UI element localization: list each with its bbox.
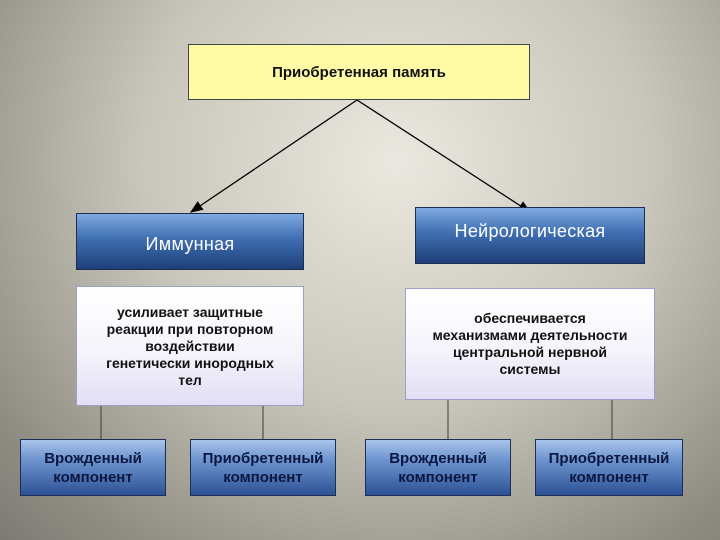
neuro-description: обеспечивается механизмами деятельности … xyxy=(405,288,655,400)
immune-desc-line: воздействии xyxy=(145,337,235,354)
neuro-desc-line: системы xyxy=(499,361,561,377)
component-line2: компонент xyxy=(223,468,303,486)
component-line2: компонент xyxy=(398,468,478,486)
neuro-innate-component: Врожденный компонент xyxy=(365,439,511,496)
immune-desc-line: реакции при повторном xyxy=(106,320,274,337)
component-line2: компонент xyxy=(53,468,133,486)
immune-node: Иммунная xyxy=(76,213,304,270)
immune-desc-line: усиливает защитные xyxy=(117,303,263,320)
immune-acquired-component: Приобретенный компонент xyxy=(190,439,336,496)
component-line2: компонент xyxy=(569,468,649,486)
root-label: Приобретенная память xyxy=(272,63,446,81)
neuro-desc-line: обеспечивается xyxy=(474,310,586,326)
arrow-to-immune xyxy=(189,99,358,213)
immune-description: усиливает защитные реакции при повторном… xyxy=(76,286,304,406)
immune-desc-line: генетически инородных xyxy=(106,354,274,371)
neuro-acquired-component: Приобретенный компонент xyxy=(535,439,683,496)
immune-innate-component: Врожденный компонент xyxy=(20,439,166,496)
immune-label: Иммунная xyxy=(145,234,235,254)
component-line1: Приобретенный xyxy=(202,449,324,467)
component-line1: Врожденный xyxy=(389,449,487,467)
component-line1: Приобретенный xyxy=(548,449,670,467)
arrow-to-neuro xyxy=(356,99,532,213)
neuro-node: Нейрологическая xyxy=(415,207,645,264)
component-line1: Врожденный xyxy=(44,449,142,467)
neuro-label: Нейрологическая xyxy=(454,221,606,241)
neuro-desc-line: механизмами деятельности xyxy=(432,327,628,343)
neuro-desc-line: центральной нервной xyxy=(452,344,608,360)
root-node: Приобретенная память xyxy=(188,44,530,100)
immune-desc-line: тел xyxy=(178,371,202,388)
